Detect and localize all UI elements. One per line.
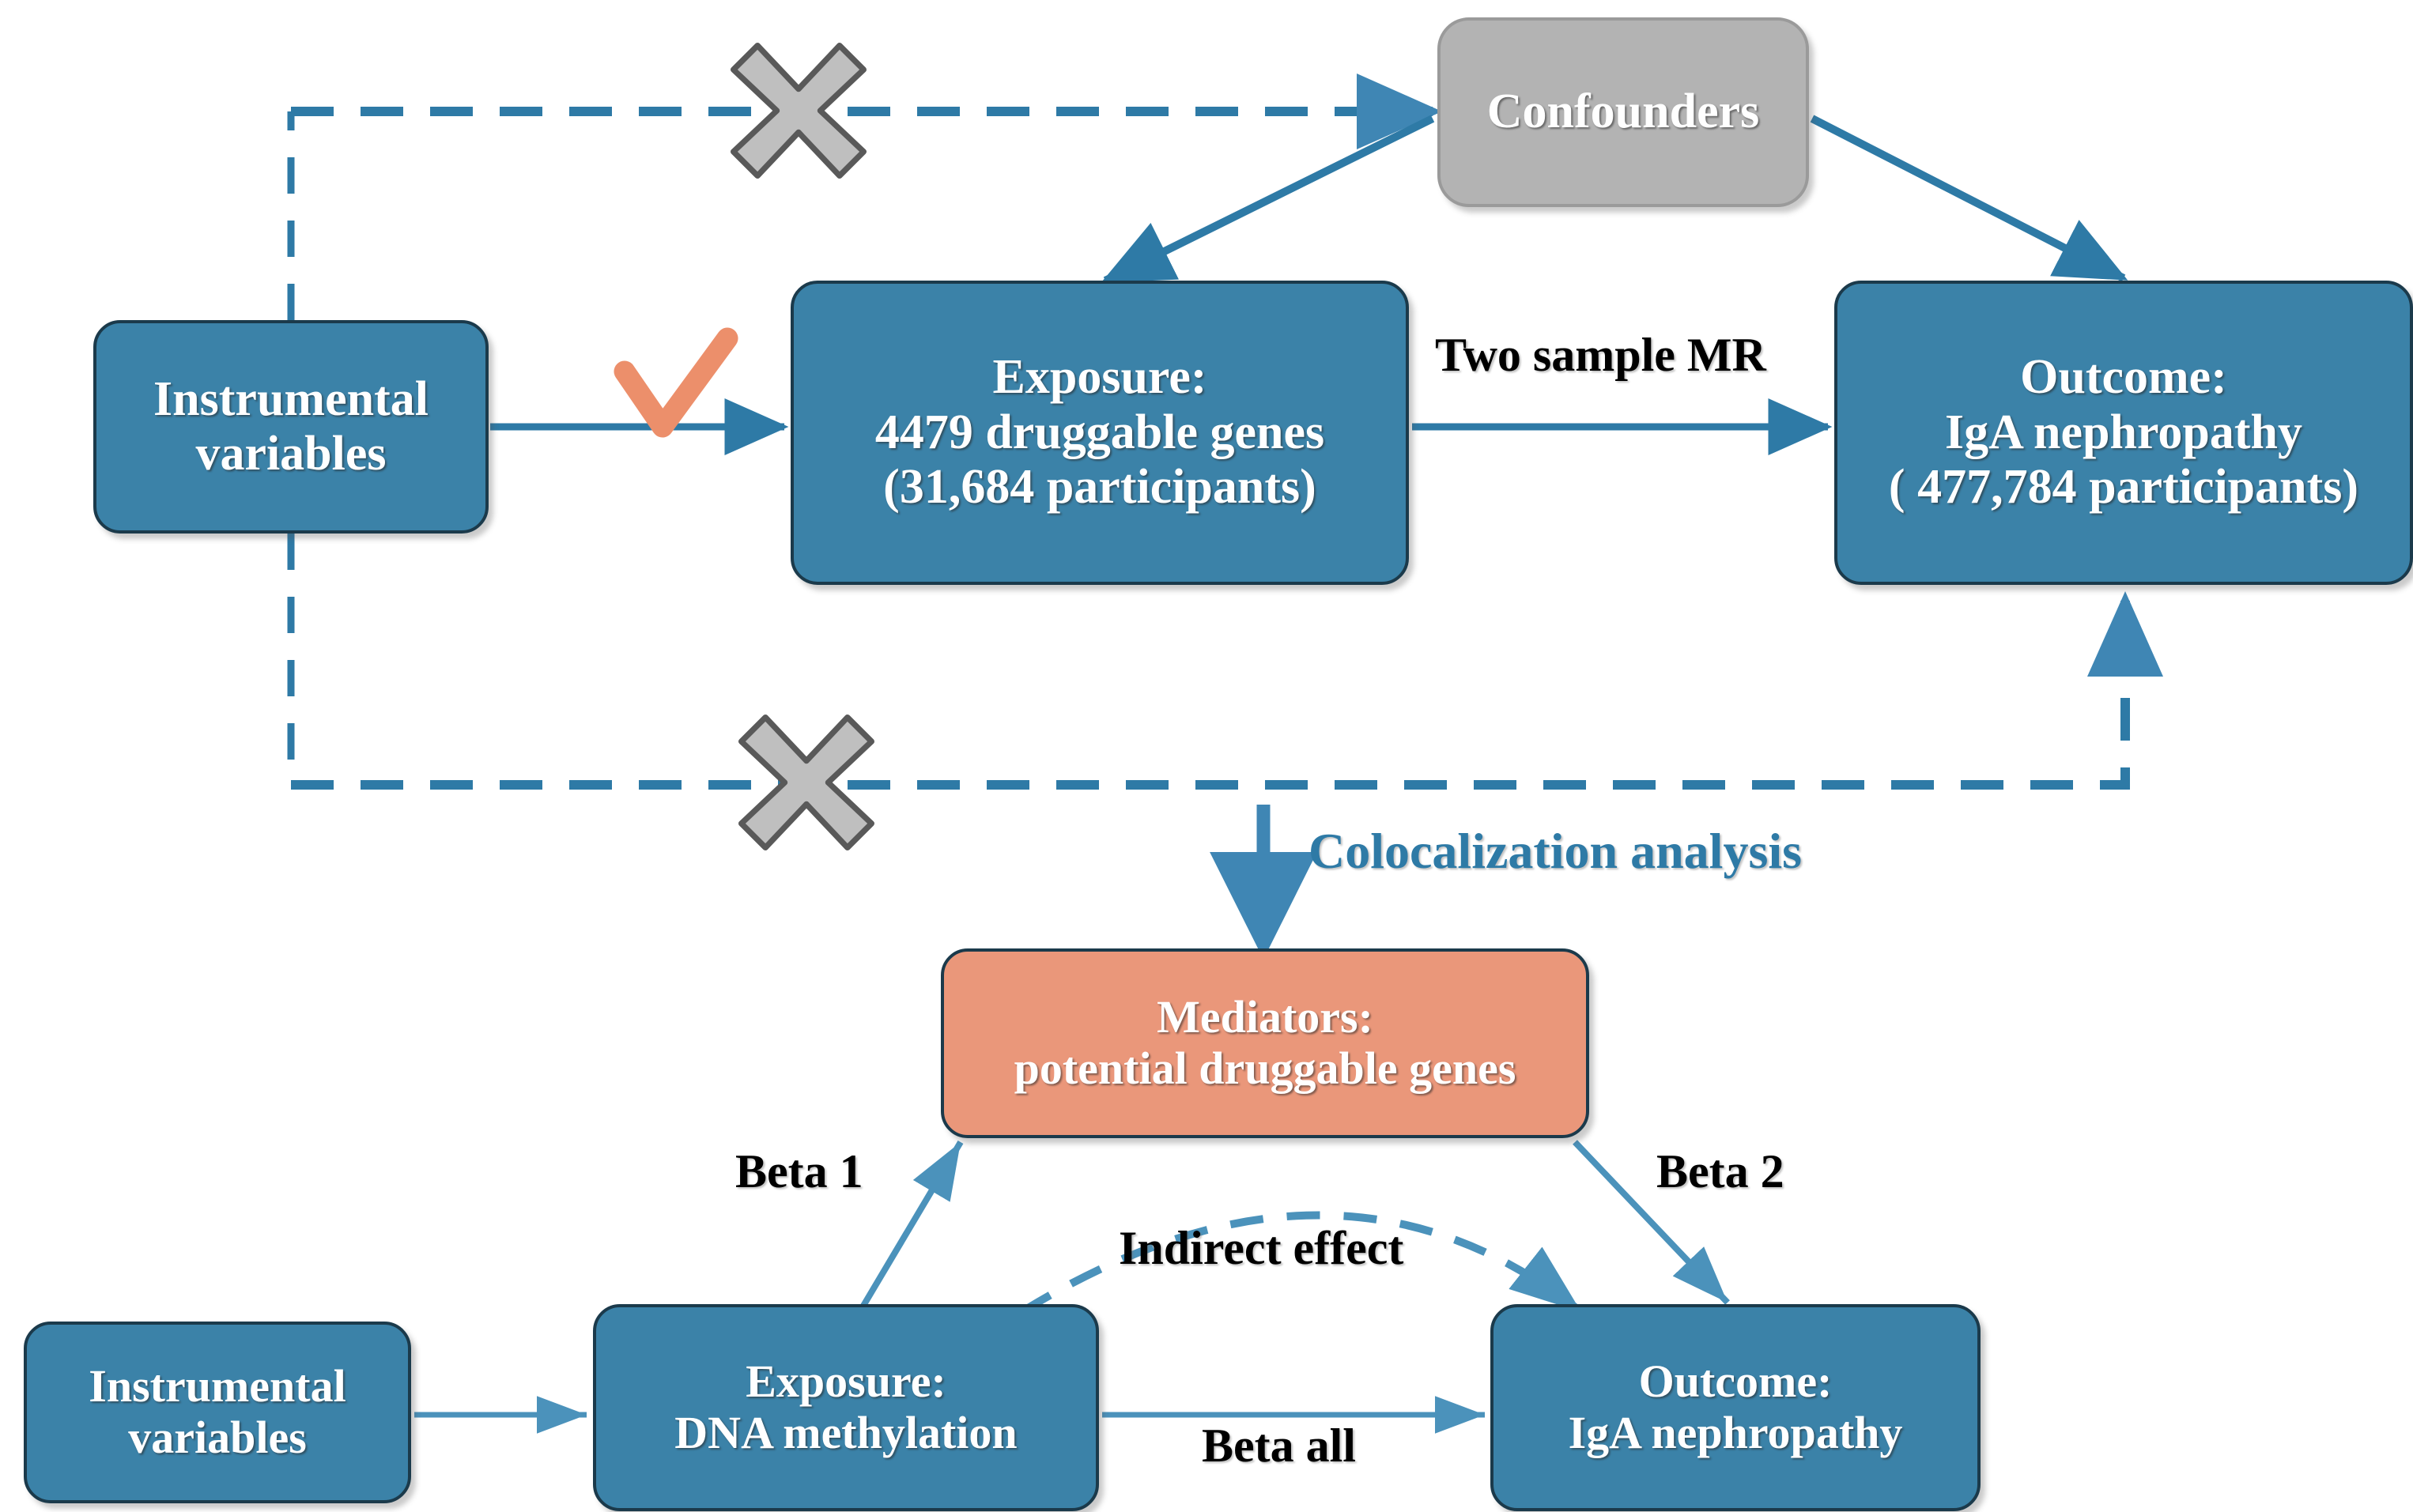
- cross-mark-icon: [738, 714, 875, 851]
- cross-mark-icon: [730, 42, 867, 179]
- node-line: 4479 druggable genes: [874, 405, 1325, 459]
- node-outcome-iga-nephropathy-top[interactable]: Outcome: IgA nephropathy ( 477,784 parti…: [1834, 281, 2413, 585]
- node-line: (31,684 participants): [883, 460, 1316, 515]
- edge-label-beta1: Beta 1: [735, 1145, 863, 1197]
- arrow-beta1: [860, 1140, 964, 1308]
- node-instrumental-variables-bottom[interactable]: Instrumental variables: [24, 1322, 411, 1503]
- node-line: Mediators:: [1157, 991, 1373, 1043]
- node-line: Outcome:: [1638, 1356, 1833, 1408]
- arrow-confounders-to-exposure: [1101, 115, 1435, 285]
- node-confounders[interactable]: Confounders: [1437, 17, 1809, 207]
- node-line: IgA nephropathy: [1568, 1407, 1903, 1458]
- node-line: DNA methylation: [674, 1407, 1018, 1458]
- node-exposure-dna-methylation[interactable]: Exposure: DNA methylation: [593, 1304, 1099, 1511]
- node-outcome-iga-nephropathy-bottom[interactable]: Outcome: IgA nephropathy: [1490, 1304, 1981, 1511]
- node-line: potential druggable genes: [1014, 1043, 1516, 1094]
- node-line: Instrumental: [89, 1360, 346, 1412]
- node-line: Exposure:: [992, 350, 1207, 405]
- node-line: Confounders: [1486, 85, 1760, 139]
- node-line: variables: [195, 427, 387, 481]
- node-line: Outcome:: [2020, 350, 2227, 405]
- dashed-iv-to-outcome: [291, 591, 2163, 790]
- check-mark-icon: [614, 327, 738, 438]
- edge-label-indirect-effect: Indirect effect: [1119, 1222, 1404, 1274]
- node-exposure-druggable-genes[interactable]: Exposure: 4479 druggable genes (31,684 p…: [791, 281, 1409, 585]
- node-instrumental-variables-top[interactable]: Instrumental variables: [93, 320, 489, 534]
- node-line: ( 477,784 participants): [1888, 460, 2359, 515]
- arrow-confounders-to-outcome: [1810, 115, 2128, 282]
- node-line: Exposure:: [746, 1356, 946, 1408]
- edge-label-colocalization-analysis: Colocalization analysis: [1308, 823, 1803, 879]
- node-mediators[interactable]: Mediators: potential druggable genes: [941, 948, 1589, 1138]
- node-line: variables: [128, 1412, 307, 1463]
- edge-label-two-sample-mr: Two sample MR: [1435, 329, 1766, 381]
- edge-label-beta2: Beta 2: [1656, 1145, 1784, 1197]
- node-line: IgA nephropathy: [1945, 405, 2302, 459]
- node-line: Instrumental: [153, 371, 429, 426]
- edge-label-beta-all: Beta all: [1202, 1420, 1356, 1472]
